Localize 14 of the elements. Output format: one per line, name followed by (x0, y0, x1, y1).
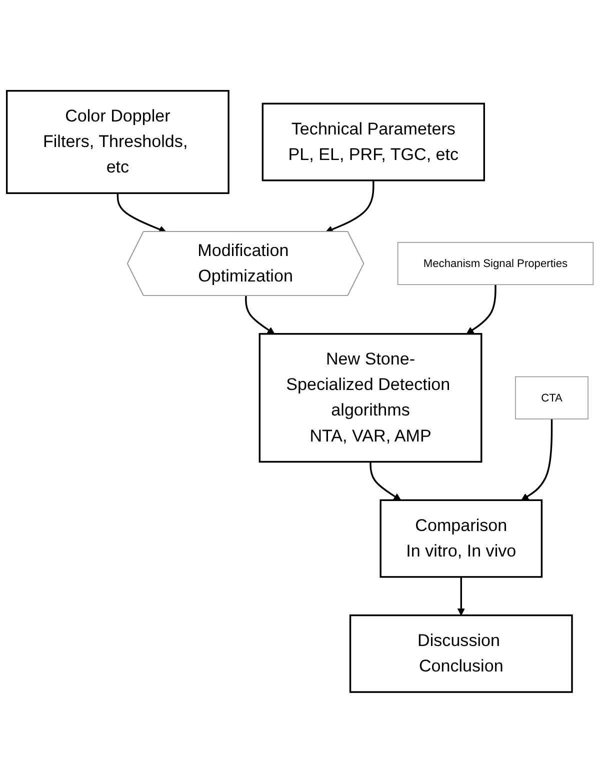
node-box: Discussion Conclusion (349, 614, 573, 692)
node-box: Color Doppler Filters, Thresholds, etc (6, 90, 230, 194)
node-box: Technical Parameters PL, EL, PRF, TGC, etc (262, 102, 485, 181)
node-box: Comparison In vitro, In vivo (380, 498, 543, 578)
node-box: CTA (515, 376, 588, 419)
arrow (245, 295, 275, 334)
arrow (521, 418, 553, 500)
node-box: New Stone-Specialized Detection algorithms NTA, VAR, AMP (258, 332, 482, 462)
arrow (116, 192, 166, 232)
arrow (326, 180, 374, 232)
arrow (466, 284, 496, 334)
arrow (457, 576, 465, 616)
arrow (370, 461, 402, 500)
node-box: Mechanism Signal Properties (397, 242, 594, 285)
